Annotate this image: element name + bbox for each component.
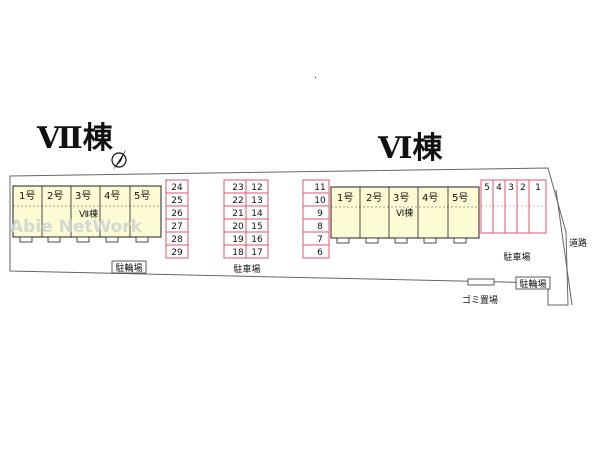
- building-7-center-label: Ⅶ棟: [79, 208, 98, 220]
- building-7-unit-3: 3号: [75, 190, 91, 202]
- parking-space: [165, 244, 189, 259]
- parking-number: 23: [232, 183, 243, 193]
- parking-number: 16: [251, 235, 263, 245]
- parking-number: 21: [232, 209, 243, 219]
- parking-space: [302, 218, 330, 233]
- parking-number: 1: [535, 183, 541, 193]
- parking-number: 10: [314, 196, 326, 206]
- parking-column-b: 23 22 21 20 19 18 12 13 14 15 16 17: [223, 179, 269, 259]
- building-6-unit-5: 5号: [452, 192, 468, 204]
- bicycle-parking-left-box: [111, 260, 147, 274]
- parking-column-a: 24 25 26 27 28 29: [165, 179, 189, 259]
- garbage-area-box: [467, 278, 495, 286]
- parking-number: 7: [317, 235, 323, 245]
- parking-center-label: 駐車場: [233, 263, 260, 275]
- parking-number: 20: [232, 222, 244, 232]
- building-6-unit-2: 2号: [366, 192, 382, 204]
- dot-mark: .: [314, 70, 317, 81]
- bicycle-parking-left-label: 駐輪場: [115, 262, 142, 274]
- parking-number: 17: [251, 248, 262, 258]
- parking-number: 14: [251, 209, 263, 219]
- building-6: 1号 2号 3号 4号 5号 Ⅵ棟: [330, 186, 480, 244]
- parking-number: 9: [317, 209, 323, 219]
- parking-number: 28: [171, 235, 183, 245]
- building-6-title: Ⅵ棟: [377, 131, 443, 166]
- building-7-title: Ⅶ棟: [36, 121, 114, 156]
- parking-space: [302, 244, 330, 259]
- parking-number: 24: [171, 183, 183, 193]
- building-7-unit-2: 2号: [47, 190, 63, 202]
- parking-space: [302, 205, 330, 220]
- garbage-label: ゴミ置場: [462, 294, 498, 306]
- road-label: 道路: [569, 237, 587, 249]
- parking-number: 4: [496, 183, 502, 193]
- parking-number: 18: [232, 248, 244, 258]
- parking-number: 22: [232, 196, 243, 206]
- parking-number: 19: [232, 235, 244, 245]
- parking-space: [528, 179, 547, 234]
- parking-number: 6: [317, 248, 323, 258]
- building-6-unit-3: 3号: [393, 192, 409, 204]
- building-6-center-label: Ⅵ棟: [396, 207, 413, 219]
- parking-number: 2: [520, 183, 526, 193]
- parking-number: 15: [251, 222, 262, 232]
- building-7-unit-1: 1号: [19, 190, 35, 202]
- parking-number: 5: [484, 183, 490, 193]
- parking-number: 29: [171, 248, 183, 258]
- parking-number: 11: [314, 183, 325, 193]
- building-6-unit-1: 1号: [337, 192, 353, 204]
- parking-column-c: 11 10 9 8 7 6: [302, 179, 330, 259]
- building-6-unit-4: 4号: [422, 192, 438, 204]
- parking-space: [245, 244, 269, 259]
- parking-right-label: 駐車場: [503, 251, 530, 263]
- building-7: 1号 2号 3号 4号 5号 Ⅶ棟: [12, 185, 162, 243]
- parking-number: 26: [171, 209, 183, 219]
- parking-number: 25: [171, 196, 182, 206]
- parking-number: 12: [251, 183, 262, 193]
- north-compass-icon: [111, 149, 127, 170]
- bicycle-parking-right-label: 駐輪場: [519, 278, 546, 290]
- parking-right-row: 5 4 3 2 1: [480, 179, 547, 234]
- parking-number: 27: [171, 222, 182, 232]
- watermark: Abie NetWork: [10, 217, 143, 237]
- parking-number: 8: [317, 222, 323, 232]
- road-edge: [555, 189, 573, 306]
- building-7-unit-5: 5号: [134, 190, 150, 202]
- bicycle-parking-right-box: [515, 276, 551, 290]
- parking-number: 13: [251, 196, 262, 206]
- parking-number: 3: [508, 183, 514, 193]
- building-7-unit-4: 4号: [104, 190, 120, 202]
- parking-space: [302, 231, 330, 246]
